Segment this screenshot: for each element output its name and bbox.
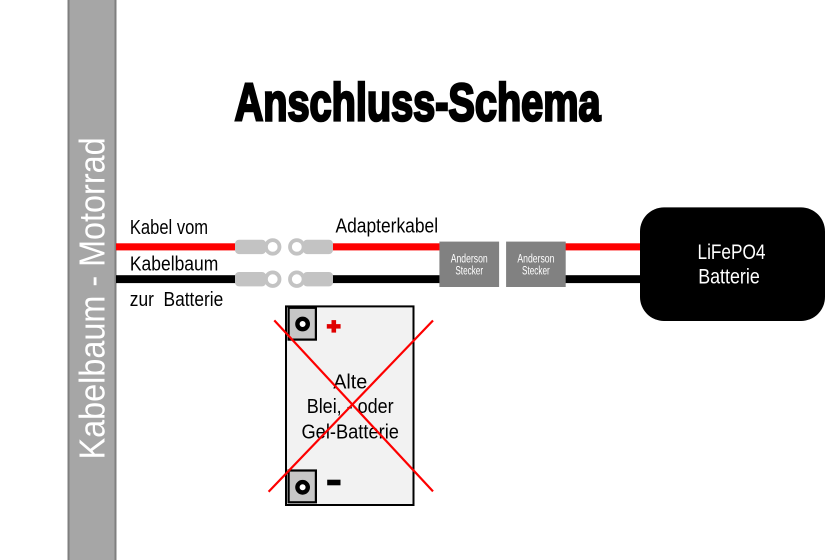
svg-text:Batterie: Batterie	[698, 265, 760, 289]
svg-text:Stecker: Stecker	[455, 265, 483, 277]
svg-text:Stecker: Stecker	[522, 265, 550, 277]
svg-text:Anschluss-Schema: Anschluss-Schema	[235, 74, 601, 133]
svg-text:Adapterkabel: Adapterkabel	[336, 216, 439, 238]
svg-text:zur Batterie: zur Batterie	[130, 289, 224, 311]
svg-text:LiFePO4: LiFePO4	[698, 240, 766, 264]
svg-text:Alte: Alte	[333, 371, 367, 394]
svg-text:Anderson: Anderson	[517, 253, 554, 265]
svg-text:Gel-Batterie: Gel-Batterie	[301, 420, 399, 443]
svg-text:Kabel vom: Kabel vom	[130, 217, 208, 239]
svg-text:Anderson: Anderson	[451, 253, 488, 265]
svg-text:Kabelbaum: Kabelbaum	[130, 254, 218, 276]
svg-text:Kabelbaum - Motorrad: Kabelbaum - Motorrad	[72, 137, 113, 459]
